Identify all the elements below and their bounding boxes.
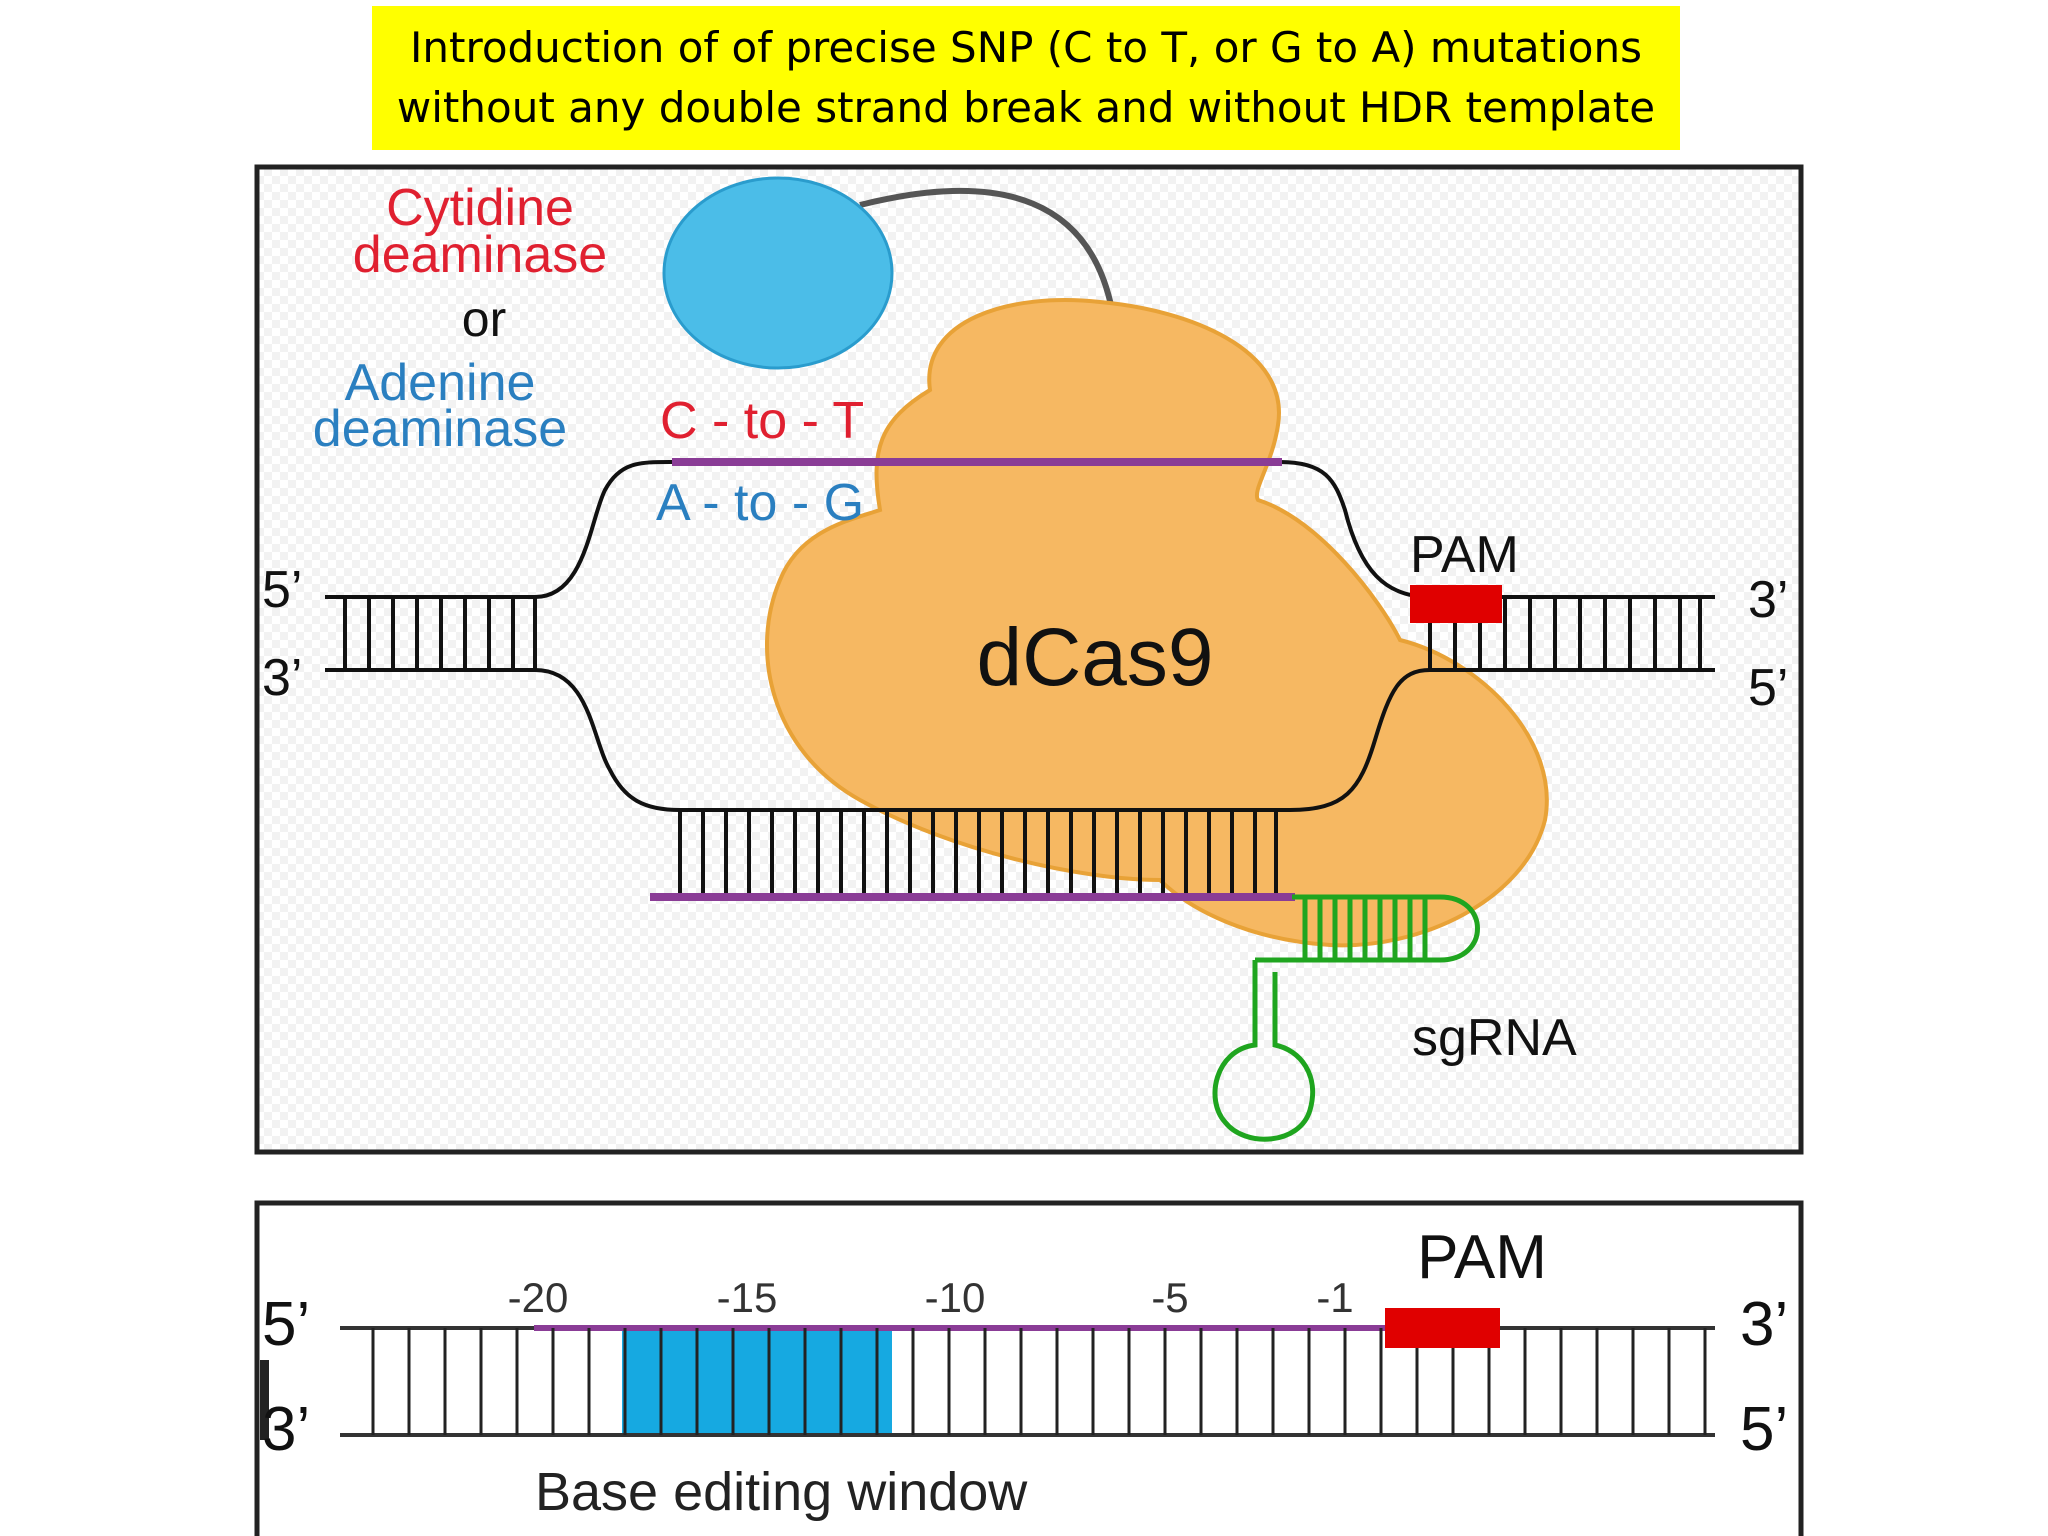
position-label-minus-1: -1 xyxy=(1316,1274,1353,1321)
bottom-pam-block xyxy=(1385,1308,1500,1348)
bottom-right-top-end-label: 3’ xyxy=(1740,1290,1788,1359)
bottom-left-top-end-label: 5’ xyxy=(262,1290,310,1359)
a-to-g-label: A - to - G xyxy=(656,474,864,532)
left-bottom-end-label: 3’ xyxy=(262,649,302,707)
dcas9-label: dCas9 xyxy=(976,612,1213,703)
sgrna-label: sgRNA xyxy=(1412,1009,1577,1067)
c-to-t-label: C - to - T xyxy=(660,392,864,450)
bottom-pam-label: PAM xyxy=(1417,1223,1547,1292)
position-label-minus-5: -5 xyxy=(1151,1274,1188,1321)
bottom-panel: PAM -20 -15 -10 -5 -1 5’ 3’ 3’ 5’ Base e… xyxy=(257,1203,1801,1536)
deaminase-enzyme xyxy=(664,178,892,368)
pam-block xyxy=(1410,585,1502,623)
position-label-minus-15: -15 xyxy=(717,1274,778,1321)
right-bottom-end-label: 5’ xyxy=(1748,659,1788,717)
base-editing-window-label: Base editing window xyxy=(535,1462,1028,1522)
cytidine-label-2: deaminase xyxy=(353,226,607,284)
pam-label: PAM xyxy=(1410,526,1519,584)
bottom-right-bottom-end-label: 5’ xyxy=(1740,1395,1788,1464)
or-label: or xyxy=(462,291,506,347)
position-label-minus-20: -20 xyxy=(508,1274,569,1321)
bottom-panel-frame xyxy=(257,1203,1801,1536)
bottom-left-bottom-end-label: 3’ xyxy=(262,1395,310,1464)
position-label-minus-10: -10 xyxy=(925,1274,986,1321)
left-top-end-label: 5’ xyxy=(262,561,302,619)
right-top-end-label: 3’ xyxy=(1748,571,1788,629)
adenine-label-2: deaminase xyxy=(313,400,567,458)
top-panel: Cytidine deaminase or Adenine deaminase … xyxy=(257,167,1801,1152)
